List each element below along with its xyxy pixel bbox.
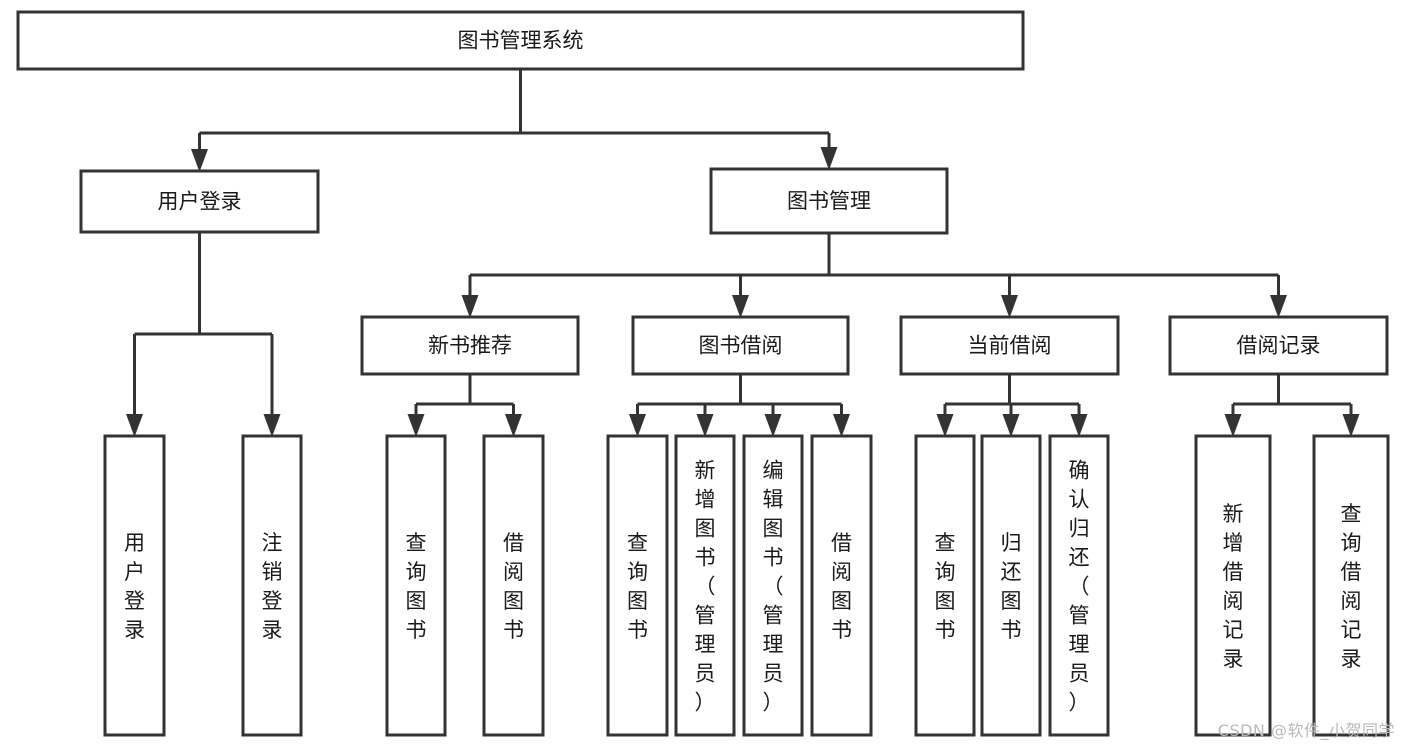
node-box-book-borrow (631, 315, 850, 376)
node-leaf-borrow-book-1[interactable]: 借阅图书 (482, 434, 545, 737)
node-label-leaf-logout: 注销登录 (262, 531, 283, 642)
node-leaf-query-book-2[interactable]: 查询图书 (606, 434, 669, 737)
node-label-book-mgmt: 图书管理 (787, 189, 871, 213)
node-leaf-add-record[interactable]: 新增借阅记录 (1194, 434, 1272, 737)
arrow-head-leaf-edit-book (764, 414, 782, 437)
node-box-leaf-borrow-book-1 (482, 434, 545, 737)
node-root[interactable]: 图书管理系统 (16, 10, 1025, 71)
node-box-leaf-return-book (980, 434, 1042, 737)
node-label-leaf-add-record: 新增借阅记录 (1223, 502, 1244, 671)
node-new-book-rec[interactable]: 新书推荐 (360, 315, 580, 376)
node-box-leaf-query-book-3 (914, 434, 976, 737)
node-box-user-login (79, 169, 320, 234)
node-box-leaf-query-book-1 (385, 434, 447, 737)
node-leaf-add-book[interactable]: 新增图书（管理员） (674, 434, 736, 737)
edges-layer (126, 69, 1360, 437)
node-label-leaf-query-book-1: 查询图书 (406, 531, 427, 642)
node-label-leaf-edit-book: 编辑图书（管理员） (763, 459, 784, 715)
node-box-leaf-user-login (103, 434, 166, 737)
node-label-current-borrow: 当前借阅 (968, 334, 1052, 358)
node-box-borrow-record (1168, 315, 1389, 376)
node-label-leaf-borrow-book-1: 借阅图书 (503, 531, 524, 642)
nodes-layer: 图书管理系统用户登录图书管理新书推荐图书借阅当前借阅借阅记录用户登录注销登录查询… (16, 10, 1390, 737)
node-label-leaf-query-book-3: 查询图书 (935, 531, 956, 642)
node-label-user-login: 用户登录 (158, 190, 242, 214)
node-box-leaf-add-book (674, 434, 736, 737)
node-box-new-book-rec (360, 315, 580, 376)
node-label-leaf-borrow-book-2: 借阅图书 (831, 531, 852, 642)
node-box-leaf-query-book-2 (606, 434, 669, 737)
node-leaf-query-book-1[interactable]: 查询图书 (385, 434, 447, 737)
node-book-mgmt[interactable]: 图书管理 (709, 167, 949, 235)
node-label-leaf-confirm-return: 确认归还（管理员） (1069, 459, 1090, 715)
node-leaf-edit-book[interactable]: 编辑图书（管理员） (742, 434, 804, 737)
node-leaf-logout[interactable]: 注销登录 (241, 434, 303, 737)
arrow-head-leaf-query-book-1 (407, 414, 425, 437)
arrow-head-leaf-query-book-3 (936, 414, 954, 437)
arrow-head-book-mgmt (820, 147, 838, 170)
arrow-head-user-login (191, 149, 208, 172)
arrow-head-leaf-return-book (1002, 414, 1020, 437)
node-leaf-borrow-book-2[interactable]: 借阅图书 (810, 434, 873, 737)
node-user-login[interactable]: 用户登录 (79, 169, 320, 234)
arrow-head-leaf-confirm-return (1070, 414, 1088, 437)
arrow-head-leaf-add-record (1224, 414, 1242, 437)
csdn-watermark: CSDN @软件_小贺同学 (1217, 721, 1395, 740)
arrow-head-leaf-borrow-book-2 (833, 414, 850, 437)
arrow-head-book-borrow (732, 295, 749, 318)
node-label-leaf-return-book: 归还图书 (1001, 531, 1022, 642)
node-label-leaf-query-book-2: 查询图书 (627, 531, 648, 642)
node-box-leaf-borrow-book-2 (810, 434, 873, 737)
node-leaf-user-login[interactable]: 用户登录 (103, 434, 166, 737)
node-label-book-borrow: 图书借阅 (699, 334, 783, 358)
arrow-head-borrow-record (1270, 295, 1287, 318)
arrow-head-leaf-add-book (696, 414, 714, 437)
node-leaf-return-book[interactable]: 归还图书 (980, 434, 1042, 737)
node-borrow-record[interactable]: 借阅记录 (1168, 315, 1389, 376)
node-leaf-confirm-return[interactable]: 确认归还（管理员） (1048, 434, 1110, 737)
node-current-borrow[interactable]: 当前借阅 (899, 315, 1120, 376)
node-leaf-query-book-3[interactable]: 查询图书 (914, 434, 976, 737)
node-book-borrow[interactable]: 图书借阅 (631, 315, 850, 376)
node-label-root: 图书管理系统 (458, 29, 584, 53)
node-label-borrow-record: 借阅记录 (1237, 334, 1321, 358)
node-box-leaf-confirm-return (1048, 434, 1110, 737)
arrow-head-leaf-user-login (126, 414, 143, 437)
arrow-head-new-book-rec (461, 295, 479, 318)
node-label-leaf-query-record: 查询借阅记录 (1341, 502, 1362, 671)
arrow-head-leaf-query-book-2 (629, 414, 646, 437)
node-leaf-query-record[interactable]: 查询借阅记录 (1312, 434, 1390, 737)
node-label-new-book-rec: 新书推荐 (428, 334, 512, 358)
arrow-head-current-borrow (1001, 295, 1018, 318)
arrow-head-leaf-borrow-book-1 (505, 414, 522, 437)
node-label-leaf-add-book: 新增图书（管理员） (695, 459, 716, 715)
node-label-leaf-user-login: 用户登录 (124, 531, 145, 642)
node-box-leaf-add-record (1194, 434, 1272, 737)
arrow-head-leaf-query-record (1342, 414, 1360, 437)
node-box-current-borrow (899, 315, 1120, 376)
arrow-head-leaf-logout (263, 414, 281, 437)
node-box-book-mgmt (709, 167, 949, 235)
node-box-leaf-query-record (1312, 434, 1390, 737)
node-box-root (16, 10, 1025, 71)
node-box-leaf-logout (241, 434, 303, 737)
node-box-leaf-edit-book (742, 434, 804, 737)
